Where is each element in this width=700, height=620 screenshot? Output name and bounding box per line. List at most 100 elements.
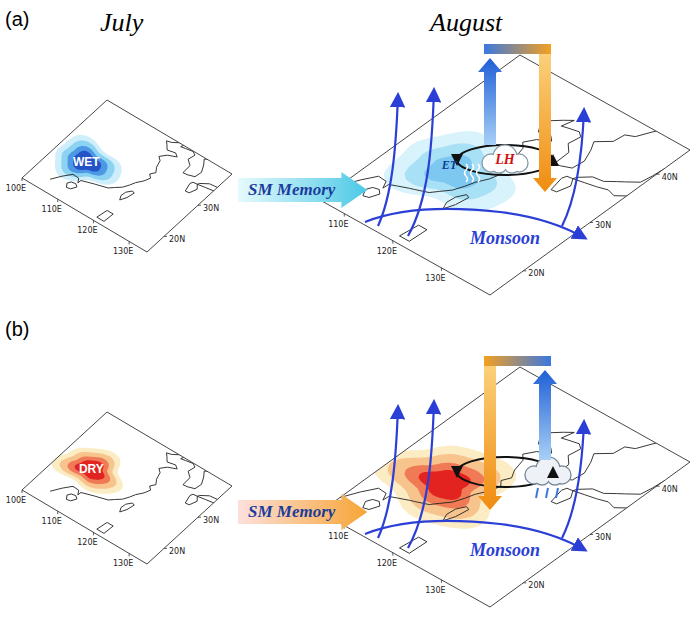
axis-tick-label: 30N (595, 533, 611, 542)
tick-mark (129, 241, 130, 244)
anomaly-shading (67, 146, 107, 176)
tick-mark (22, 178, 23, 181)
tick-mark (164, 548, 167, 549)
arrow-body (238, 494, 367, 530)
cloud-symbol (482, 145, 528, 173)
axis-tick-label: 120E (77, 226, 97, 235)
cloud-fill (535, 470, 549, 484)
flow-arrow (408, 90, 434, 236)
loop-arrowhead (547, 466, 559, 478)
axis-tick-label: 20N (528, 581, 544, 590)
evaporation-label: ET (442, 158, 457, 173)
flow-label: Monsoon (470, 540, 540, 561)
panel-letter: (b) (5, 318, 29, 341)
axis-tick-label: 110E (42, 205, 62, 214)
tick-mark (590, 534, 593, 535)
tick-mark (523, 270, 526, 271)
map-frame (320, 55, 690, 295)
axis-tick-label: 40N (662, 485, 678, 494)
axis-tick-label: 20N (528, 269, 544, 278)
tick-mark (164, 236, 167, 237)
anomaly-shading (51, 448, 122, 494)
axis-tick-label: 130E (113, 247, 133, 256)
cloud-symbol (525, 457, 571, 485)
flow-arrow (562, 422, 584, 538)
axis-tick-label: 30N (203, 516, 219, 525)
rain-drop (556, 488, 558, 498)
axis-tick-label: 20N (169, 547, 185, 556)
rain-drop (546, 488, 548, 498)
coastline (66, 182, 76, 189)
coastline (66, 494, 76, 501)
tick-mark (590, 222, 593, 223)
descent-arrow (533, 54, 557, 192)
anomaly-shading (75, 460, 105, 479)
memory-arrow: SM Memory (238, 494, 367, 530)
coastline (97, 522, 113, 533)
evaporation-wave (465, 164, 468, 182)
axis-tick-label: 120E (77, 538, 97, 547)
descent-arrow (478, 366, 502, 510)
loop-arrowhead (451, 466, 463, 478)
anomaly-shading (61, 140, 114, 180)
rain-drop (536, 488, 538, 498)
axis-tick-label: 100E (6, 184, 26, 193)
map-frame (22, 100, 232, 252)
axis-tick-label: 110E (42, 517, 62, 526)
memory-arrow: SM Memory (238, 172, 367, 208)
anomaly-shading (384, 131, 516, 211)
coastline (185, 494, 197, 505)
axis-tick-label: 130E (425, 586, 445, 595)
axis-tick-label: 40N (662, 173, 678, 182)
anomaly-shading (55, 135, 122, 185)
month-heading: August (430, 8, 502, 38)
coastline (120, 191, 134, 200)
coastline (551, 488, 573, 504)
tick-mark (57, 199, 58, 202)
arrow-label: SM Memory (248, 502, 335, 522)
tick-mark (441, 580, 442, 583)
month-heading: July (100, 8, 143, 38)
axis-tick-label: 130E (425, 274, 445, 283)
cloud-outline (493, 145, 517, 169)
monsoon-flow (365, 402, 585, 550)
arrow-body (238, 172, 367, 208)
anomaly-shading (73, 151, 101, 172)
coastline (185, 182, 197, 193)
panel-letter: (a) (5, 8, 29, 31)
axis-tick-label: 30N (595, 221, 611, 230)
tick-mark (22, 490, 23, 493)
coastline (363, 499, 380, 509)
axis-tick-label: 120E (377, 247, 397, 256)
tick-mark (129, 553, 130, 556)
tick-mark (344, 214, 345, 217)
tick-mark (198, 205, 201, 206)
coastline (443, 195, 469, 209)
tick-mark (523, 582, 526, 583)
tick-mark (441, 268, 442, 271)
flow-arrow (562, 110, 584, 226)
evaporation-wave (477, 164, 480, 182)
tick-mark (657, 174, 660, 175)
overturning-bar (484, 356, 551, 366)
tick-mark (657, 486, 660, 487)
flow-arrow (378, 95, 398, 226)
map-frame (22, 412, 232, 564)
ascent-arrow (478, 58, 502, 145)
tick-mark (198, 517, 201, 518)
axis-tick-label: 120E (377, 559, 397, 568)
axis-tick-label: 20N (169, 235, 185, 244)
flow-label: Monsoon (470, 228, 540, 249)
tick-mark (57, 511, 58, 514)
arrow-label: SM Memory (248, 180, 335, 200)
tick-mark (392, 241, 393, 244)
anomaly-label: WET (73, 155, 100, 169)
axis-tick-label: 130E (113, 559, 133, 568)
coastline (97, 210, 113, 221)
anomaly-shading (59, 452, 116, 489)
coastline (120, 503, 134, 512)
anomaly-label: DRY (79, 462, 104, 476)
coastline (573, 481, 671, 508)
